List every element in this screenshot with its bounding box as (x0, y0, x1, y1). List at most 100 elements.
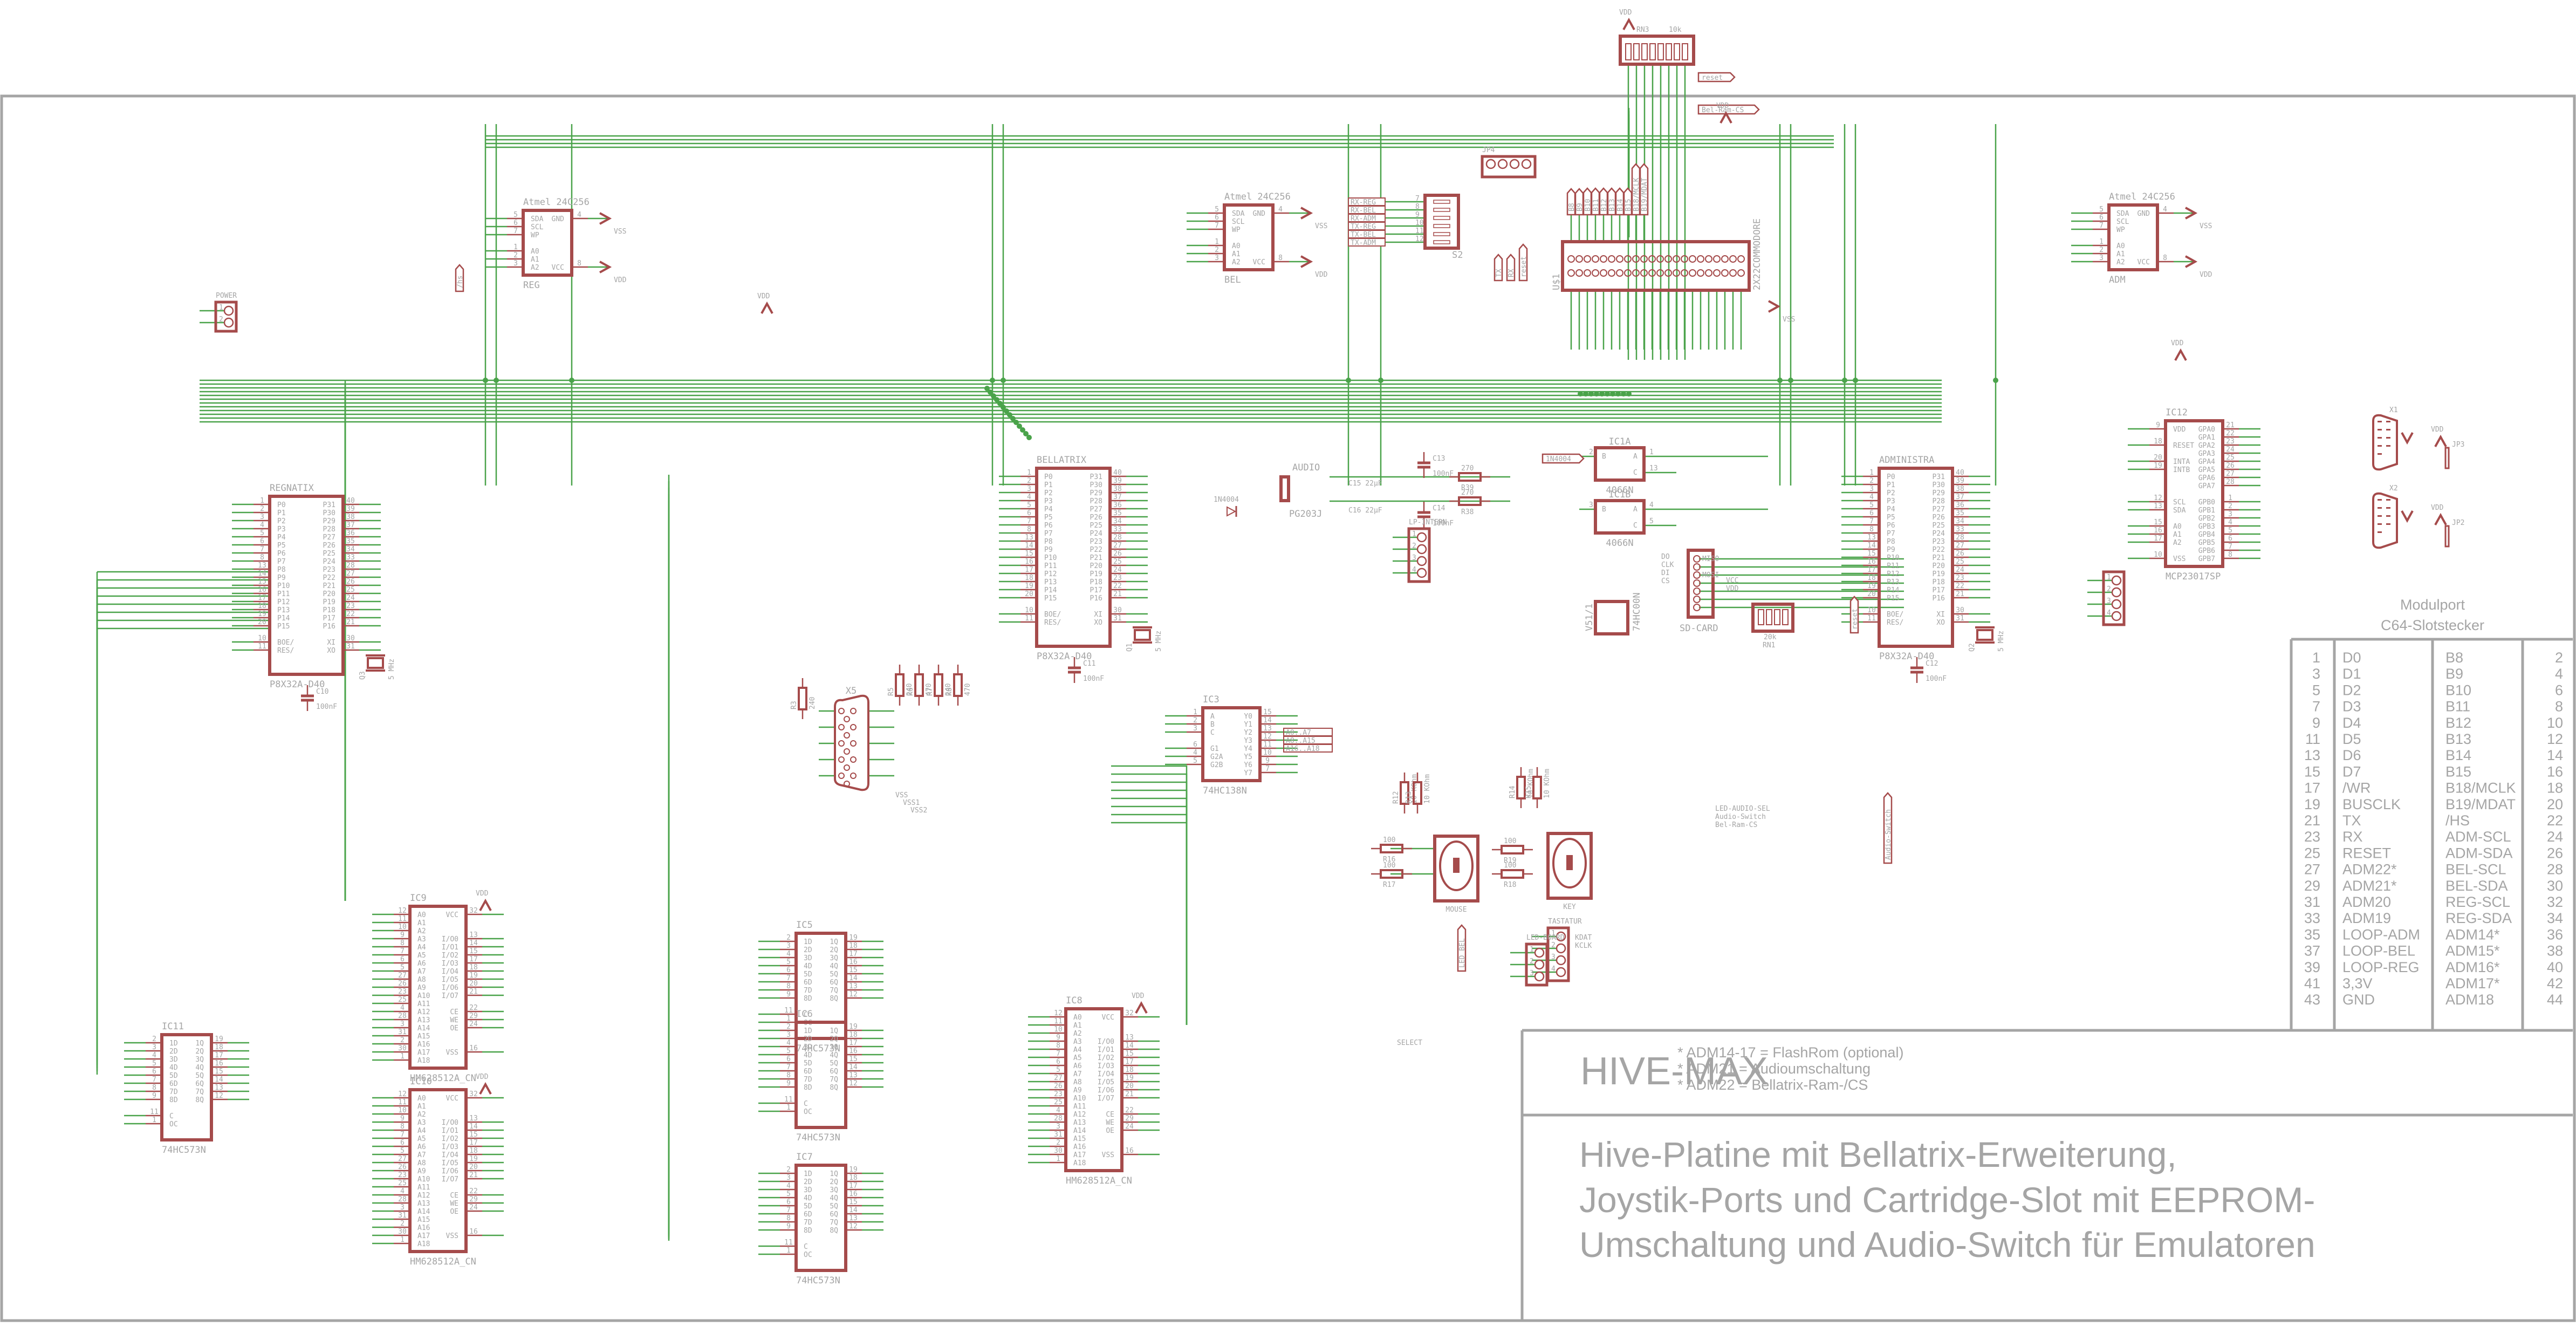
pin-name: P30 (1090, 481, 1102, 489)
modulport-subtitle: C64-Slotstecker (2381, 617, 2484, 633)
pin-number: 3 (1056, 1123, 1060, 1131)
pin-number: 2 (260, 505, 264, 513)
pin-name: 7Q (830, 1219, 838, 1227)
pin-name: P11 (277, 590, 290, 598)
pin-number: 11 (784, 1239, 793, 1247)
pin-name: A15 (1073, 1135, 1086, 1143)
pin-number: 7 (400, 947, 405, 955)
bus-label: A16..A18 (1286, 745, 1320, 753)
note-3: * ADM22 = Bellatrix-Ram-/CS (1677, 1077, 1868, 1093)
junction (1004, 408, 1009, 414)
pin-number: 30 (1054, 1147, 1063, 1155)
pin-number: 2 (1193, 716, 1197, 724)
header-label: KCLK (1575, 942, 1592, 950)
pin-name: VCC (446, 1095, 458, 1103)
pin-number-odd: 17 (2304, 780, 2320, 796)
pin-number: 23 (346, 602, 355, 610)
supply-label: VSS (1783, 316, 1795, 324)
pin-name: 8D (804, 1227, 812, 1235)
cartridge-value: 2X22COMMODORE (1752, 218, 1763, 290)
resistor-body (798, 687, 807, 710)
pin-name: I/O3 (1098, 1062, 1114, 1070)
pin-name: A1 (531, 256, 539, 264)
pin-number: 10 (1054, 1026, 1063, 1034)
wire (1111, 765, 1188, 1025)
pin-number: 1 (1193, 708, 1197, 716)
pin-number: 21 (1113, 590, 1122, 598)
pin-name: 6Q (830, 1068, 838, 1076)
pin-name: BOE/ (277, 639, 294, 647)
net-label-text: reset (1702, 74, 1723, 82)
pin-name: A0 (2173, 523, 2182, 531)
signal-even: ADM14* (2445, 926, 2500, 942)
jumper-jp2 (2444, 525, 2450, 548)
vss-symbol: VSS (2185, 207, 2212, 230)
signal-odd: D3 (2342, 699, 2361, 715)
pin-number: 5 (1027, 501, 1031, 509)
pin-number: 18 (469, 963, 478, 972)
joystick-connector-x2 (2372, 492, 2398, 549)
pin-number: 3 (786, 942, 791, 950)
pin-number: 32 (469, 907, 478, 915)
pin-name: WP (2116, 226, 2125, 234)
serial-net-label: RX-BEL (1351, 207, 1376, 215)
signal-even: B12 (2445, 715, 2471, 731)
pin-number: 13 (849, 1071, 858, 1079)
pin-number: 26 (1113, 550, 1122, 558)
pin-name: 8D (169, 1096, 178, 1104)
pin-number: 22 (469, 1004, 478, 1012)
propeller-regnatix-name: REGNATIX (270, 483, 314, 494)
pin-number-even: 18 (2547, 780, 2563, 796)
signal-odd: LOOP-ADM (2342, 926, 2420, 942)
pin-number: 33 (1113, 525, 1122, 534)
pin-number: 31 (346, 642, 355, 651)
pin-name: I/O2 (442, 952, 458, 960)
pin-name: P25 (1933, 522, 1945, 530)
capacitor-value: 100nF (1926, 675, 1947, 683)
sram-ic8: 12A011A110A29A38A47A56A65A727A826A923A10… (1050, 995, 1138, 1186)
pin-number: 9 (1056, 1034, 1060, 1042)
junction (1578, 391, 1583, 397)
latch-ic6-value: 74HC573N (796, 1132, 840, 1143)
pin-number: 37 (1956, 493, 1964, 501)
pin-name: GPB3 (2198, 523, 2215, 531)
pin-number: 6 (400, 1139, 405, 1147)
jumper-jp4-name: JP4 (1482, 146, 1495, 154)
pin-number: 8 (786, 1214, 791, 1222)
latch-ic7-value: 74HC573N (796, 1275, 840, 1286)
pin-name: P24 (1090, 530, 1103, 538)
pin-number-odd: 25 (2304, 845, 2320, 861)
supply-arrow-icon (1300, 255, 1313, 268)
junction (1621, 391, 1626, 397)
crystal-body (1134, 629, 1151, 641)
signal-odd: RESET (2342, 845, 2391, 861)
pin-name: A1 (1232, 250, 1241, 258)
signal-even: REG-SCL (2445, 894, 2510, 910)
pin-number-odd: 31 (2304, 894, 2320, 910)
pin-number: 20 (1125, 1082, 1134, 1090)
signal-odd: ADM19 (2342, 910, 2391, 926)
pin-name: P26 (1933, 514, 1945, 522)
pin-number-odd: 21 (2304, 812, 2320, 829)
supply-arrow-icon (599, 261, 612, 274)
pin-name: A16 (1073, 1143, 1086, 1151)
pin-number: 27 (1956, 542, 1964, 550)
pin-number: 25 (1956, 558, 1964, 566)
pin-number-even: 36 (2547, 926, 2563, 942)
pin-number: 5 (786, 1047, 791, 1055)
pin-name: GPB7 (2198, 555, 2215, 563)
pin-number: 18 (1125, 1066, 1134, 1074)
pin-name: VCC (2137, 258, 2150, 266)
pin-name: P24 (1933, 530, 1945, 538)
pin-number: 30 (1113, 606, 1122, 614)
jp4-label: RX (1506, 254, 1516, 282)
pin-number: 11 (150, 1108, 159, 1116)
pin-number: 14 (849, 1206, 858, 1214)
pin-name: 5Q (195, 1072, 204, 1080)
supply-arrow-icon (479, 898, 492, 911)
propeller-bellatrix: 1P02P13P24P35P46P57P68P713P814P915P1016P… (1020, 455, 1126, 662)
pin-number: 7 (400, 1131, 405, 1139)
pin-name: XI (327, 639, 335, 647)
